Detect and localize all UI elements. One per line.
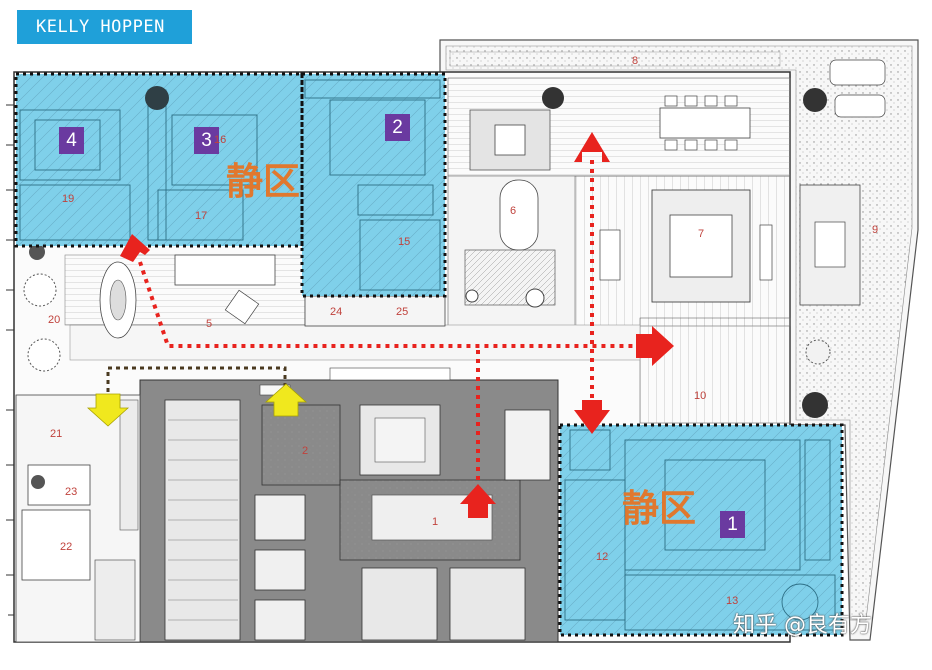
bedroom-badge-2: 2 (385, 114, 410, 141)
room-number-1: 1 (432, 516, 439, 528)
quiet-zone-label-lower: 静区 (622, 487, 696, 530)
steps-area (639, 317, 791, 424)
quiet-zone-upper (14, 72, 447, 298)
corridor (69, 324, 641, 361)
quiet-zone-lower (558, 423, 844, 637)
quiet-zone-label-upper: 静区 (226, 160, 300, 203)
room-number-15: 15 (398, 236, 411, 248)
brand-label: KELLY HOPPEN (17, 10, 192, 44)
living-area (447, 77, 791, 327)
room-number-6: 6 (510, 205, 517, 217)
watermark: 知乎 @良有方 (733, 613, 872, 638)
circulation-routes (138, 160, 640, 485)
exterior-wall-ticks (6, 104, 14, 616)
red-arrow-icon (574, 400, 610, 434)
bedroom-badge-3: 3 (194, 127, 219, 154)
room-number-23: 23 (65, 486, 78, 498)
room-number-13: 13 (726, 595, 739, 607)
room-number-17: 17 (195, 210, 208, 222)
room-number-16: 16 (214, 134, 227, 146)
bath-strip (304, 295, 446, 327)
room-number-19: 19 (62, 193, 75, 205)
room-number-21: 21 (50, 428, 63, 440)
terrace-furniture (542, 59, 886, 418)
service-path (106, 366, 287, 392)
room-number-10: 10 (694, 390, 707, 402)
room-number-20: 20 (48, 314, 61, 326)
room-number-24: 24 (330, 306, 343, 318)
room-number-2: 2 (302, 445, 309, 457)
room-number-5: 5 (206, 318, 213, 330)
red-arrow-icon (636, 326, 674, 366)
bedroom-badge-1: 1 (720, 511, 745, 538)
red-arrow-icon (574, 132, 610, 162)
service-rooms (15, 394, 141, 643)
yellow-arrow-icon (86, 393, 130, 427)
room-number-22: 22 (60, 541, 73, 553)
building-core (139, 367, 559, 643)
room-number-12: 12 (596, 551, 609, 563)
room-number-25: 25 (396, 306, 409, 318)
yellow-arrow-icon (264, 383, 308, 417)
red-arrow-icon (120, 234, 150, 262)
bedroom-badge-4: 4 (59, 127, 84, 154)
room-number-7: 7 (698, 228, 705, 240)
room-number-9: 9 (872, 224, 879, 236)
red-arrow-icon (460, 484, 496, 518)
room-number-8: 8 (632, 55, 639, 67)
